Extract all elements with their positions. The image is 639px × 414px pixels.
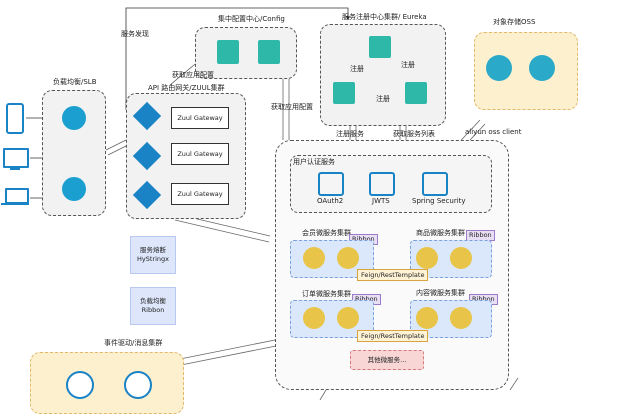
- mobile-device-icon: [6, 103, 24, 134]
- member-node-icon-1: [303, 247, 325, 269]
- fetch-service-list-label: 获取服务列表: [393, 130, 435, 138]
- zuul-gateway-3: Zuul Gateway: [171, 183, 229, 205]
- zuul-gateway-2: Zuul Gateway: [171, 143, 229, 165]
- config-server-icon-1: [217, 40, 239, 64]
- oss-bucket-icon-2: [529, 55, 555, 81]
- product-node-icon-2: [450, 247, 472, 269]
- oauth2-label: OAuth2: [317, 197, 344, 205]
- event-node-icon-1: [66, 371, 94, 399]
- laptop-base-icon: [1, 203, 29, 205]
- register-service-label: 注册服务: [336, 130, 364, 138]
- event-cluster-label: 事件驱动/消息集群: [104, 339, 163, 347]
- eureka-server-icon-2: [333, 82, 355, 104]
- load-balance-name: Ribbon: [141, 306, 165, 314]
- feign-label-1: Feign/RestTemplate: [357, 269, 429, 281]
- member-cluster-label: 会员微服务集群: [302, 229, 351, 237]
- desktop-stand-icon: [10, 168, 20, 170]
- laptop-icon: [5, 188, 29, 204]
- service-discovery-label: 服务发现: [121, 30, 149, 38]
- content-node-icon-2: [450, 307, 472, 329]
- slb-node-icon-1: [62, 106, 86, 130]
- oss-bucket-icon-1: [486, 55, 512, 81]
- aliyun-client-label: aliyun oss client: [465, 128, 522, 136]
- jwts-label: JWTS: [372, 197, 390, 205]
- registry-label: 服务注册中心集群/ Eureka: [342, 13, 427, 21]
- register-label-c: 注册: [376, 95, 390, 103]
- config-center-box: [195, 27, 297, 79]
- auth-service-label: 用户认证服务: [293, 158, 335, 166]
- config-server-icon-2: [258, 40, 280, 64]
- slb-node-icon-2: [62, 177, 86, 201]
- fetch-config-label-2: 获取应用配置: [271, 103, 313, 111]
- product-cluster-label: 商品微服务集群: [416, 229, 465, 237]
- product-node-icon-1: [416, 247, 438, 269]
- oss-label: 对象存储OSS: [493, 18, 536, 26]
- slb-label: 负载均衡/SLB: [53, 78, 97, 86]
- register-label-b: 注册: [401, 61, 415, 69]
- gateway-cluster-label: API 路由网关/ZUUL集群: [148, 84, 225, 92]
- zuul-gateway-1: Zuul Gateway: [171, 107, 229, 129]
- spring-security-icon: [422, 172, 448, 196]
- order-cluster-label: 订单微服务集群: [302, 290, 351, 298]
- oauth2-icon: [318, 172, 344, 196]
- service-discovery-line: [125, 7, 350, 110]
- order-node-icon-2: [337, 307, 359, 329]
- feign-label-2: Feign/RestTemplate: [357, 330, 429, 342]
- content-cluster-label: 内容微服务集群: [416, 289, 465, 297]
- eureka-server-icon-1: [369, 36, 391, 58]
- content-node-icon-1: [416, 307, 438, 329]
- other-services-box: 其他微服务...: [350, 350, 424, 370]
- member-node-icon-2: [337, 247, 359, 269]
- load-balance-title: 负载均衡: [140, 297, 166, 305]
- load-balance-box: 负载均衡 Ribbon: [130, 287, 176, 325]
- fetch-config-label-1: 获取应用配置: [172, 71, 214, 79]
- spring-security-label: Spring Security: [412, 197, 466, 205]
- eureka-server-icon-3: [405, 82, 427, 104]
- jwts-icon: [369, 172, 395, 196]
- event-node-icon-2: [124, 371, 152, 399]
- desktop-monitor-icon: [3, 148, 29, 168]
- circuit-breaker-title: 服务熔断: [140, 246, 166, 254]
- register-label-a: 注册: [350, 65, 364, 73]
- config-center-label: 集中配置中心/Config: [218, 15, 285, 23]
- event-cluster-box: [30, 352, 184, 414]
- circuit-breaker-box: 服务熔断 HyStringx: [130, 236, 176, 274]
- auth-service-box: [290, 155, 492, 213]
- circuit-breaker-name: HyStringx: [137, 255, 169, 263]
- order-node-icon-1: [303, 307, 325, 329]
